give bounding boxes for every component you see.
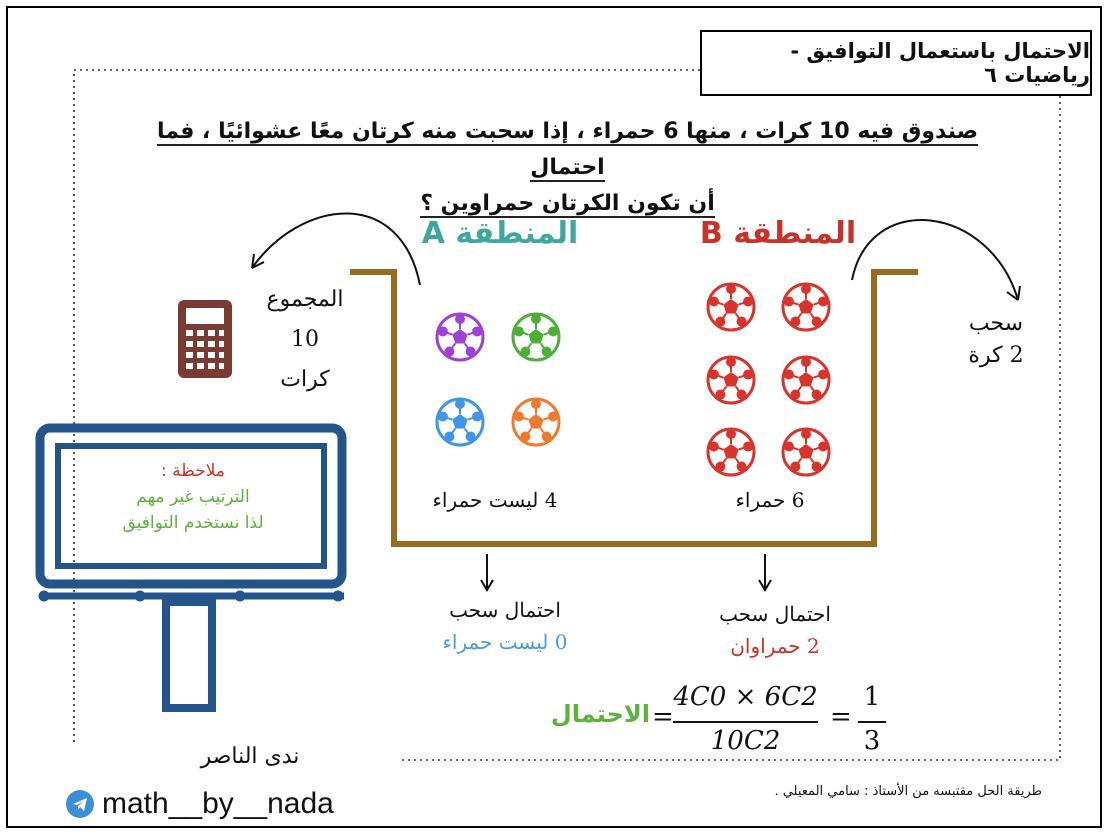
prob-red: احتمال سحب 2 حمراوان [690,598,860,662]
zone-a-label: المنطقة A [421,216,579,251]
formula-denominator: 10C2 [710,726,781,756]
billboard [35,423,347,712]
zone-a-count: 4 ليست حمراء [432,488,558,512]
soccer-ball-icon [781,282,831,332]
credit-text: طريقة الحل مقتبسه من الأستاذ : سامي المع… [774,784,1042,799]
total-info: المجموع 10 كرات [250,280,360,400]
right-curve-arrow [851,219,1019,301]
soccer-ball-icon [435,312,485,362]
note-line-1: الترتيب غير مهم [136,487,250,507]
prob-blue-value: 0 ليست حمراء [442,630,568,654]
question-line-1: صندوق فيه 10 كرات ، منها 6 حمراء ، إذا س… [156,119,978,182]
formula-label: الاحتمال [550,700,650,728]
note-line-2: لذا نستخدم التوافيق [122,513,264,533]
soccer-ball-icon [435,397,485,447]
question-line-2: أن تكون الكرتان حمراوين ؟ [420,191,715,218]
formula-numerator: 4C0 × 6C2 [673,682,818,712]
billboard-note: ملاحظة : الترتيب غير مهم لذا نستخدم التو… [60,458,326,536]
zone-b-label: المنطقة B [699,216,857,251]
probability-formula: الاحتمال = 4C0 × 6C2 10C2 = 1 3 [550,680,900,760]
question-text: صندوق فيه 10 كرات ، منها 6 حمراء ، إذا س… [120,114,1015,222]
soccer-ball-icon [511,397,561,447]
draw-info: سحب 2 كرة [960,308,1032,372]
handle-text: math__by__nada [102,787,334,820]
container-box [350,269,918,547]
prob-blue: احتمال سحب 0 ليست حمراء [420,594,590,658]
formula-result-denominator: 3 [863,726,881,756]
soccer-ball-icon [511,312,561,362]
left-curve-arrow [251,212,421,286]
formula-equals-1: = [652,702,674,732]
formula-result-numerator: 1 [863,682,881,712]
page-title: الاحتمال باستعمال التوافيق - رياضيات ٦ [700,30,1092,96]
prob-red-value: 2 حمراوان [730,634,820,658]
telegram-handle[interactable]: math__by__nada [66,784,366,824]
soccer-ball-icon [706,282,756,332]
soccer-ball-icon [706,355,756,405]
soccer-ball-icon [706,427,756,477]
formula-equals-2: = [830,702,852,732]
draw-label: سحب [968,311,1024,336]
author-name: ندى الناصر [200,744,300,769]
prob-blue-label: احتمال سحب [449,598,561,622]
down-arrow-blue [480,554,494,592]
total-unit: كرات [280,367,330,392]
total-value: 10 [291,327,319,352]
soccer-ball-icon [781,355,831,405]
note-title: ملاحظة : [161,461,225,481]
page-frame [6,6,1102,828]
total-label: المجموع [266,287,344,312]
zone-b-count: 6 حمراء [735,488,805,512]
prob-red-label: احتمال سحب [719,602,831,626]
telegram-icon [66,790,94,818]
soccer-ball-icon [781,427,831,477]
down-arrow-red [758,554,772,592]
calculator-icon [178,300,232,378]
draw-count: 2 كرة [968,343,1024,368]
